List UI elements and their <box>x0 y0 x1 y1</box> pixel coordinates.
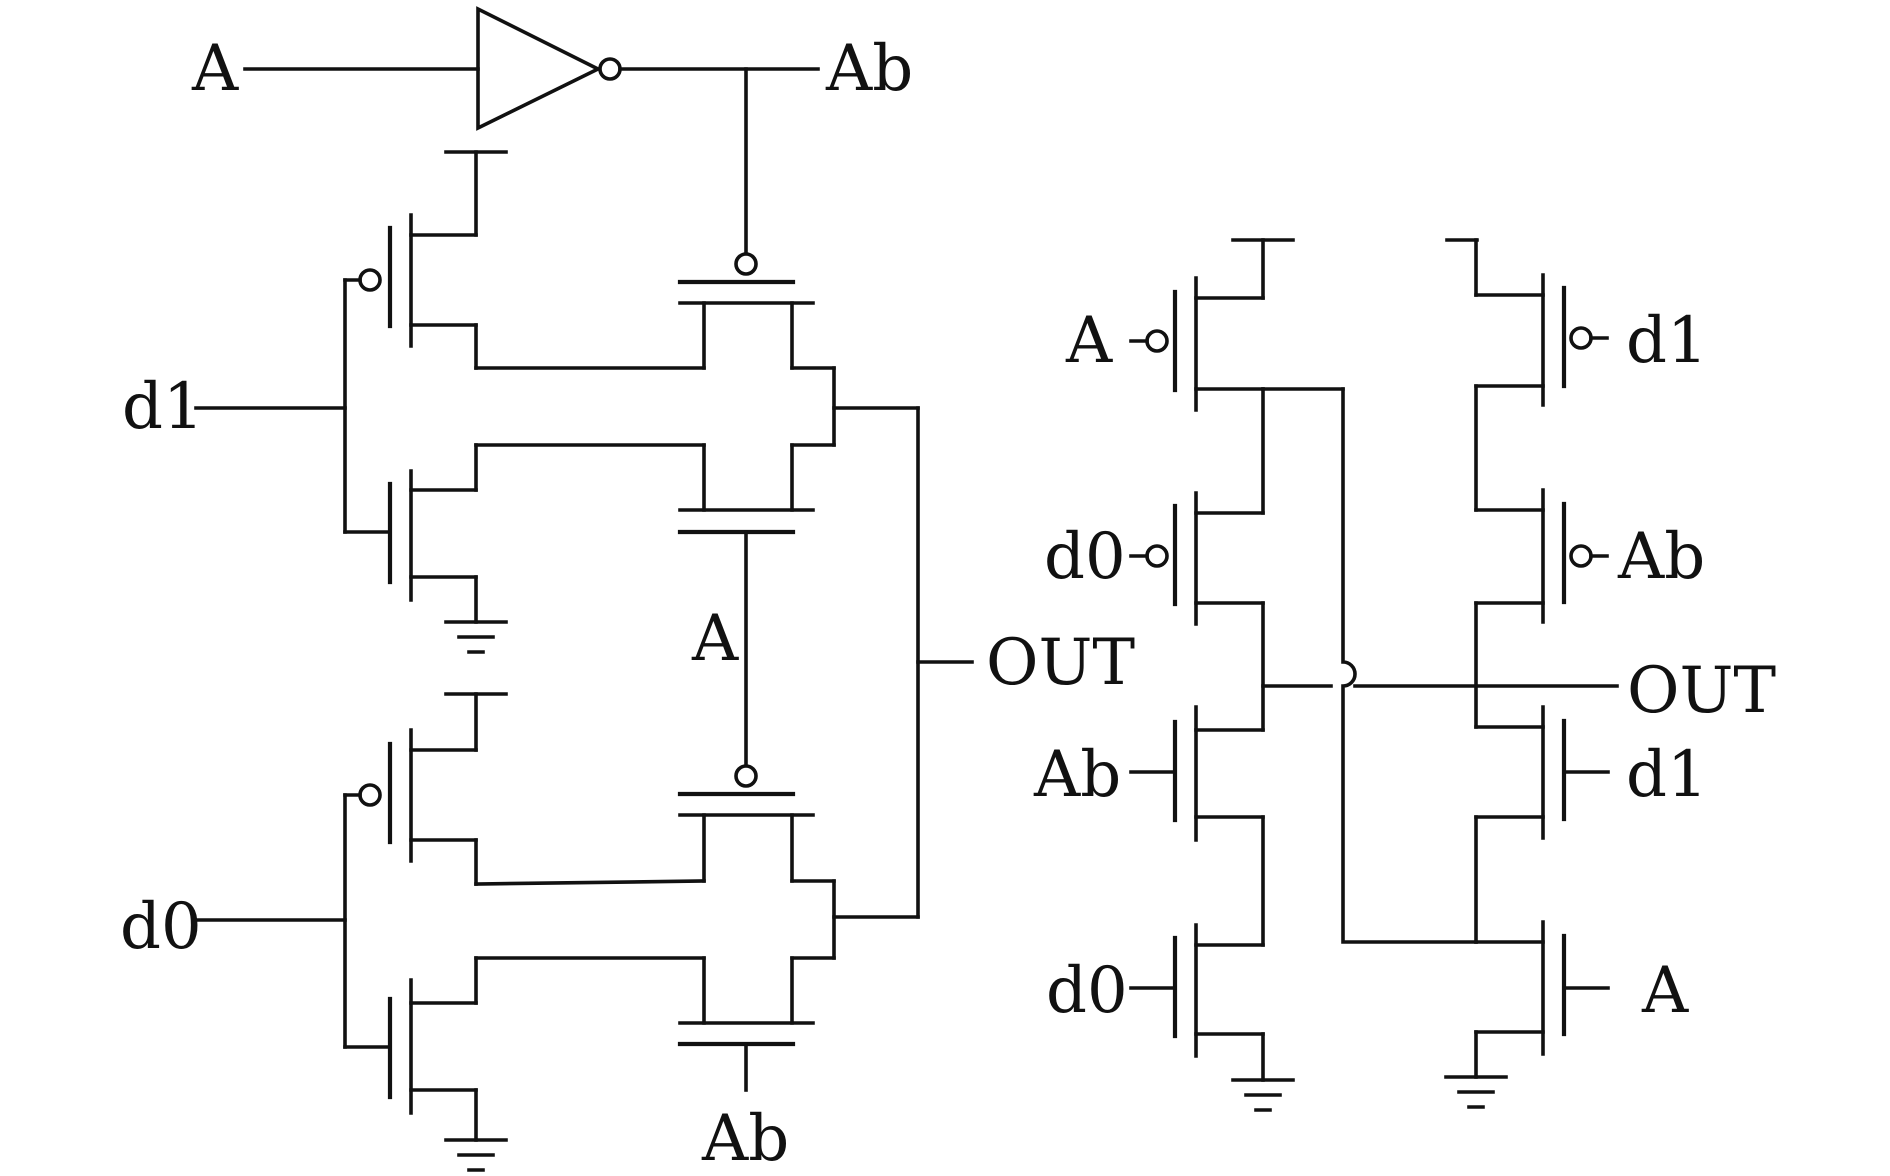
nmos-ab <box>1129 705 1265 947</box>
label-input-d0: d0 <box>120 890 202 964</box>
label-output-right: OUT <box>1627 654 1776 728</box>
transmission-gate-mux: A Ab d1 d0 A Ab OUT <box>120 6 1135 1176</box>
label-input-a: A <box>191 32 239 106</box>
label-select-ab: Ab <box>701 1102 789 1176</box>
nmos-d0-right <box>1129 923 1295 1112</box>
nmos-d1-right <box>1474 705 1610 944</box>
label-gate-ab-n: Ab <box>1033 738 1121 812</box>
tg1-pmos-bubble <box>734 252 758 276</box>
pmos-gate-bubble <box>1569 544 1593 568</box>
nmos-a-right <box>1444 920 1610 1109</box>
label-gate-a-n: A <box>1641 954 1689 1028</box>
inverter <box>243 6 820 254</box>
label-gate-a: A <box>1065 304 1113 378</box>
inverter-triangle <box>476 6 603 131</box>
label-output-ab: Ab <box>825 32 913 106</box>
pmos-d1 <box>343 150 706 370</box>
label-input-d1: d1 <box>122 370 204 444</box>
static-cmos-mux: A d0 Ab d0 d1 Ab d1 A OUT <box>1033 238 1776 1112</box>
tg2-pmos-bubble <box>734 764 758 788</box>
nmos-d0 <box>343 956 706 1172</box>
transmission-gate-2 <box>677 764 920 1092</box>
nmos-d1 <box>343 443 706 654</box>
label-gate-d0-p: d0 <box>1044 520 1126 594</box>
pmos-d0 <box>343 692 706 886</box>
wire-cross-down <box>1341 387 1478 944</box>
transmission-gate-1 <box>677 252 836 535</box>
label-gate-d0-n: d0 <box>1046 954 1128 1028</box>
pmos-a <box>1129 238 1295 412</box>
label-gate-d1-n: d1 <box>1626 738 1708 812</box>
pmos-gate-bubble <box>1145 329 1169 353</box>
label-select-a: A <box>691 602 739 676</box>
pmos-gate-bubble <box>358 783 382 807</box>
pmos-ab-right <box>1474 488 1609 729</box>
pmos-gate-bubble <box>1569 326 1593 350</box>
pmos-d1-right <box>1445 238 1609 512</box>
pmos-gate-bubble <box>358 268 382 292</box>
label-gate-d1-p: d1 <box>1626 304 1708 378</box>
inverter-bubble <box>598 57 622 81</box>
pmos-gate-bubble <box>1145 544 1169 568</box>
pmos-d0-right <box>1129 387 1265 732</box>
label-gate-ab-p: Ab <box>1617 520 1705 594</box>
label-output: OUT <box>986 626 1135 700</box>
